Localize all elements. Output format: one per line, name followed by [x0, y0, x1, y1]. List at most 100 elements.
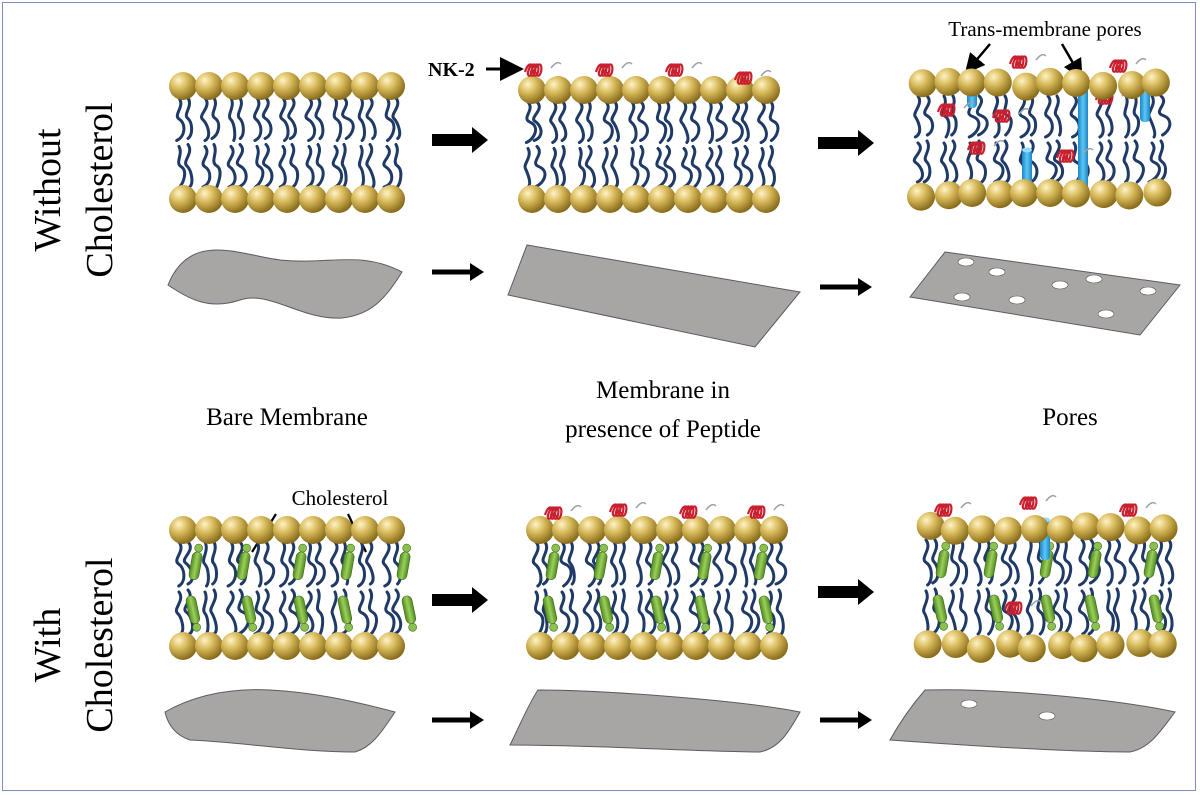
lipid-headgroup-top: [221, 72, 249, 100]
pore-hole: [1008, 295, 1026, 305]
membrane-sheet-bare-without-cholesterol: [167, 249, 403, 319]
cholesterol-molecule: [1040, 594, 1056, 631]
lipid-headgroup-bottom: [221, 632, 249, 660]
lipid-tail: [211, 540, 219, 586]
cholesterol-molecule: [758, 595, 774, 632]
nk2-peptide-helix: [746, 505, 766, 519]
peptide-terminus: [635, 501, 647, 509]
lipid-tail: [305, 540, 318, 588]
cholesterol-molecule: [185, 595, 201, 632]
peptide-terminus: [1135, 57, 1147, 65]
lipid-headgroup-top: [570, 76, 598, 104]
nk2-peptide-helix: [594, 63, 614, 77]
lipid-headgroup-top: [1046, 515, 1075, 544]
lipid-tail: [314, 143, 325, 189]
lipid-headgroup-bottom: [377, 632, 405, 660]
lipid-headgroup-bottom: [1143, 178, 1172, 207]
lipid-tail: [523, 147, 532, 189]
lipid-tail: [1045, 141, 1058, 184]
peptide-terminus: [773, 503, 785, 511]
lipid-tail: [765, 540, 776, 588]
lipid-tail: [253, 590, 265, 636]
lipid-headgroup-bottom: [377, 185, 405, 213]
cholesterol-molecule: [545, 543, 560, 580]
lipid-headgroup-bottom: [169, 185, 197, 213]
lipid-headgroup-top: [708, 516, 736, 544]
lipid-headgroup-bottom: [648, 185, 676, 213]
transmembrane-arrow-left: [964, 43, 991, 74]
lipid-tail: [601, 147, 609, 189]
lipid-tail: [1155, 538, 1165, 587]
lipid-tail: [261, 96, 273, 140]
cholesterol-molecule: [935, 541, 950, 578]
lipid-headgroup-bottom: [221, 185, 249, 213]
lipid-tail: [638, 145, 650, 189]
lipid-headgroup-bottom: [325, 185, 353, 213]
lipid-headgroup-bottom: [1062, 179, 1091, 208]
bilayer-bare-without-cholesterol: [169, 72, 405, 213]
arrow-sheet-1-without: [432, 263, 484, 281]
bilayer-pores-without-cholesterol: [906, 53, 1172, 211]
lipid-tail: [329, 540, 340, 588]
lipid-headgroup-bottom: [726, 185, 754, 213]
lipid-headgroup-top: [1117, 71, 1146, 100]
lipid-tail: [278, 590, 288, 636]
lipid-tail: [758, 147, 766, 189]
lipid-tail: [263, 540, 276, 586]
nk2-peptide-helix: [991, 109, 1011, 123]
lipid-headgroup-bottom: [570, 185, 598, 213]
peptide-terminus: [705, 503, 717, 511]
lipid-tail: [1018, 94, 1031, 139]
lipid-headgroup-bottom: [247, 632, 275, 660]
peptide-terminus: [621, 61, 633, 69]
lipid-tail: [1123, 94, 1131, 139]
lipid-tail: [235, 143, 248, 189]
lipid-headgroup-bottom: [518, 185, 546, 213]
lipid-headgroup-top: [760, 516, 788, 544]
lipid-tail: [532, 100, 543, 142]
lipid-tail: [655, 100, 668, 144]
nk2-peptide-helix: [523, 63, 543, 77]
stage-label-bare: Bare Membrane: [206, 404, 368, 431]
lipid-headgroup-bottom: [682, 632, 710, 660]
lipid-tail: [534, 590, 545, 636]
lipid-tail: [1106, 589, 1115, 636]
lipid-tail: [382, 145, 394, 189]
lipid-tail: [531, 540, 543, 588]
lipid-headgroup-top: [195, 516, 223, 544]
lipid-tail: [610, 145, 620, 189]
nk2-peptide-helix: [664, 63, 684, 77]
lipid-tail: [202, 590, 210, 636]
pore-cylinder: [1078, 80, 1088, 195]
pore-hole: [953, 292, 971, 302]
lipid-tail: [974, 589, 982, 636]
arrow-bilayer-2-without: [818, 130, 874, 156]
lipid-tail: [1078, 589, 1090, 636]
lipid-tail: [584, 145, 596, 189]
lipid-tail: [174, 590, 185, 636]
lipid-tail: [1132, 139, 1145, 184]
lipid-headgroup-top: [377, 516, 405, 544]
lipid-headgroup-top: [273, 516, 301, 544]
lipid-tail: [767, 145, 776, 189]
lipid-headgroup-top: [1035, 67, 1064, 96]
lipid-tail: [314, 540, 326, 586]
cholesterol-molecule: [598, 595, 614, 632]
lipid-headgroup-bottom: [299, 185, 327, 213]
lipid-tail: [1003, 94, 1013, 137]
lipid-tail: [1113, 538, 1127, 585]
lipid-tail: [1131, 94, 1141, 137]
lipid-tail: [1044, 94, 1054, 139]
lipid-tail: [637, 590, 646, 636]
nk2-peptide-helix: [733, 71, 753, 85]
pore-cap: [1022, 147, 1032, 153]
lipid-tail: [1157, 94, 1172, 137]
lipid-headgroup-bottom: [526, 632, 554, 660]
lipid-headgroup-top: [247, 72, 275, 100]
lipid-headgroup-bottom: [734, 632, 762, 660]
lipid-tail: [236, 588, 250, 636]
nk2-peptide-helix: [936, 103, 956, 117]
peptide-terminus: [1018, 107, 1030, 115]
lipid-tail: [314, 96, 325, 140]
lipid-headgroup-top: [752, 76, 780, 104]
